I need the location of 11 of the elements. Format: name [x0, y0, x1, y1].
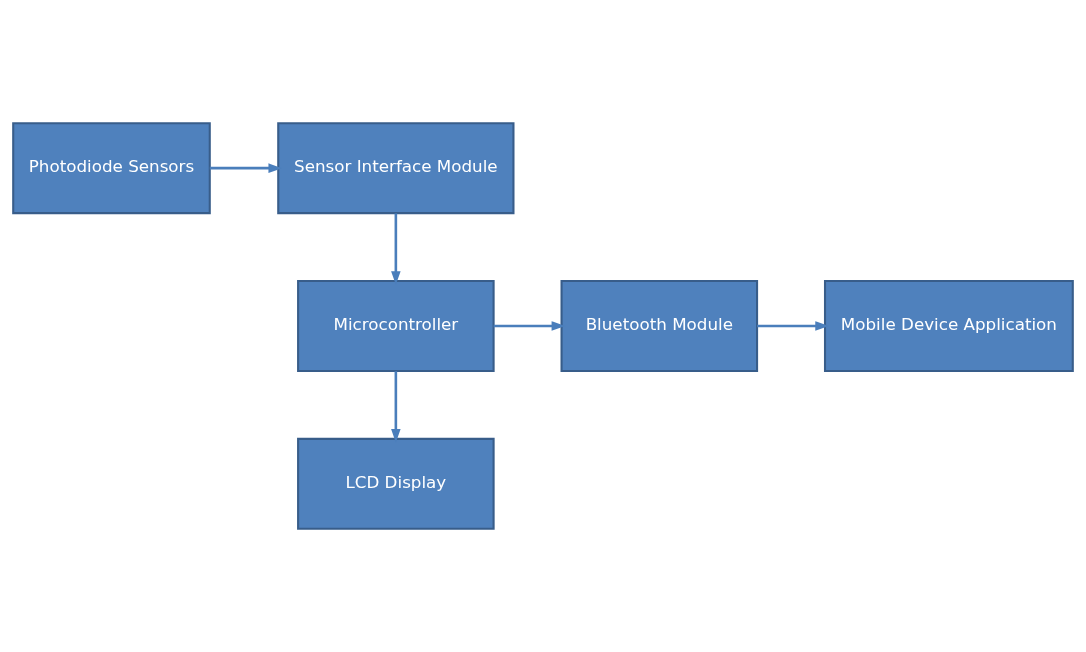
arrow [209, 163, 283, 173]
node-box: LCD Display [297, 437, 495, 530]
arrow [391, 371, 401, 443]
node-box: Microcontroller [297, 280, 495, 372]
node-box: Sensor Interface Module [277, 122, 515, 215]
arrow [391, 213, 401, 285]
node-box: Photodiode Sensors [12, 122, 211, 215]
node-box: Bluetooth Module [560, 280, 759, 372]
arrow [493, 321, 566, 331]
node-box: Mobile Device Application [823, 280, 1074, 372]
arrow [757, 321, 829, 331]
